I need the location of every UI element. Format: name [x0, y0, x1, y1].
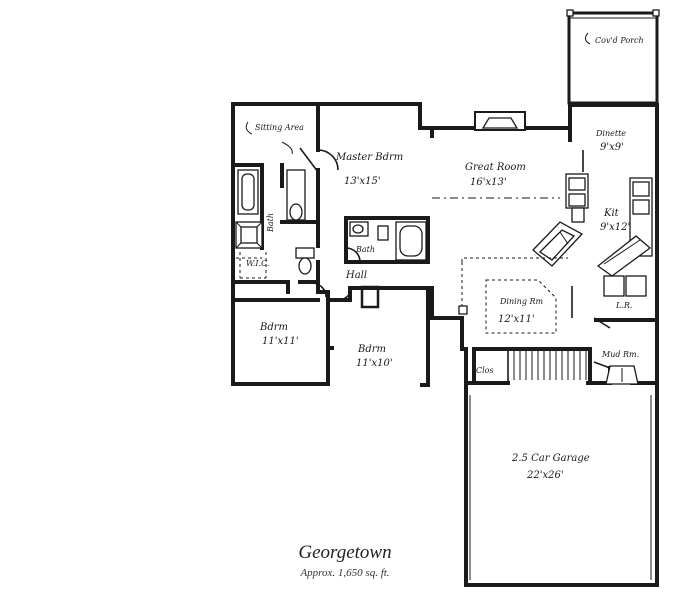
bedroom-3-size: 11'x10' [356, 358, 393, 369]
dining-room-label: Dining Rm [499, 297, 544, 306]
great-room-size: 16'x13' [470, 177, 507, 188]
master-walls [231, 102, 430, 350]
kitchen-label: Kit [603, 208, 620, 219]
master-bath-label: Bath [266, 213, 275, 233]
bedroom-2-size: 11'x11' [262, 336, 299, 347]
plan-area: Approx. 1,650 sq. ft. [300, 567, 390, 579]
plan-title: Georgetown [298, 542, 392, 563]
laundry-label: L.R. [615, 301, 632, 310]
hall-bath-label: Bath [355, 245, 375, 254]
master-bedroom-label: Master Bdrm [335, 152, 403, 163]
room-labels: Sitting Area Master Bdrm 13'x15' Great R… [246, 123, 639, 481]
garage-size: 22'x26' [526, 470, 564, 481]
sitting-area-label: Sitting Area [255, 123, 304, 132]
kitchen-fixtures [532, 126, 653, 329]
great-room-lines [311, 126, 560, 301]
kitchen-size: 9'x12' [600, 222, 630, 233]
master-bedroom-size: 13'x15' [344, 176, 381, 187]
mud-room-label: Mud Rm. [601, 350, 639, 359]
bedroom-3-label: Bdrm [357, 344, 386, 355]
hall-bath-fixtures [345, 221, 427, 263]
fireplace [474, 111, 526, 131]
dining-room-size: 12'x11' [498, 314, 535, 325]
garage-label: 2.5 Car Garage [511, 453, 590, 464]
master-bath-fixtures [235, 121, 319, 279]
dinette-label: Dinette [595, 129, 626, 138]
stairs [472, 347, 592, 385]
covered-porch: Cov'd Porch [566, 9, 660, 105]
bedroom-2-label: Bdrm [259, 322, 288, 333]
wic-label: W.I.C. [246, 259, 269, 268]
dining-room-lines [458, 257, 573, 334]
great-room-label: Great Room [465, 162, 526, 173]
hall-label: Hall [345, 270, 367, 281]
covered-porch-label: Cov'd Porch [595, 36, 644, 45]
laundry-mudroom [593, 275, 659, 385]
exterior-walls [231, 102, 659, 587]
dinette-size: 9'x9' [600, 142, 624, 153]
closet-label: Clos [476, 366, 494, 375]
